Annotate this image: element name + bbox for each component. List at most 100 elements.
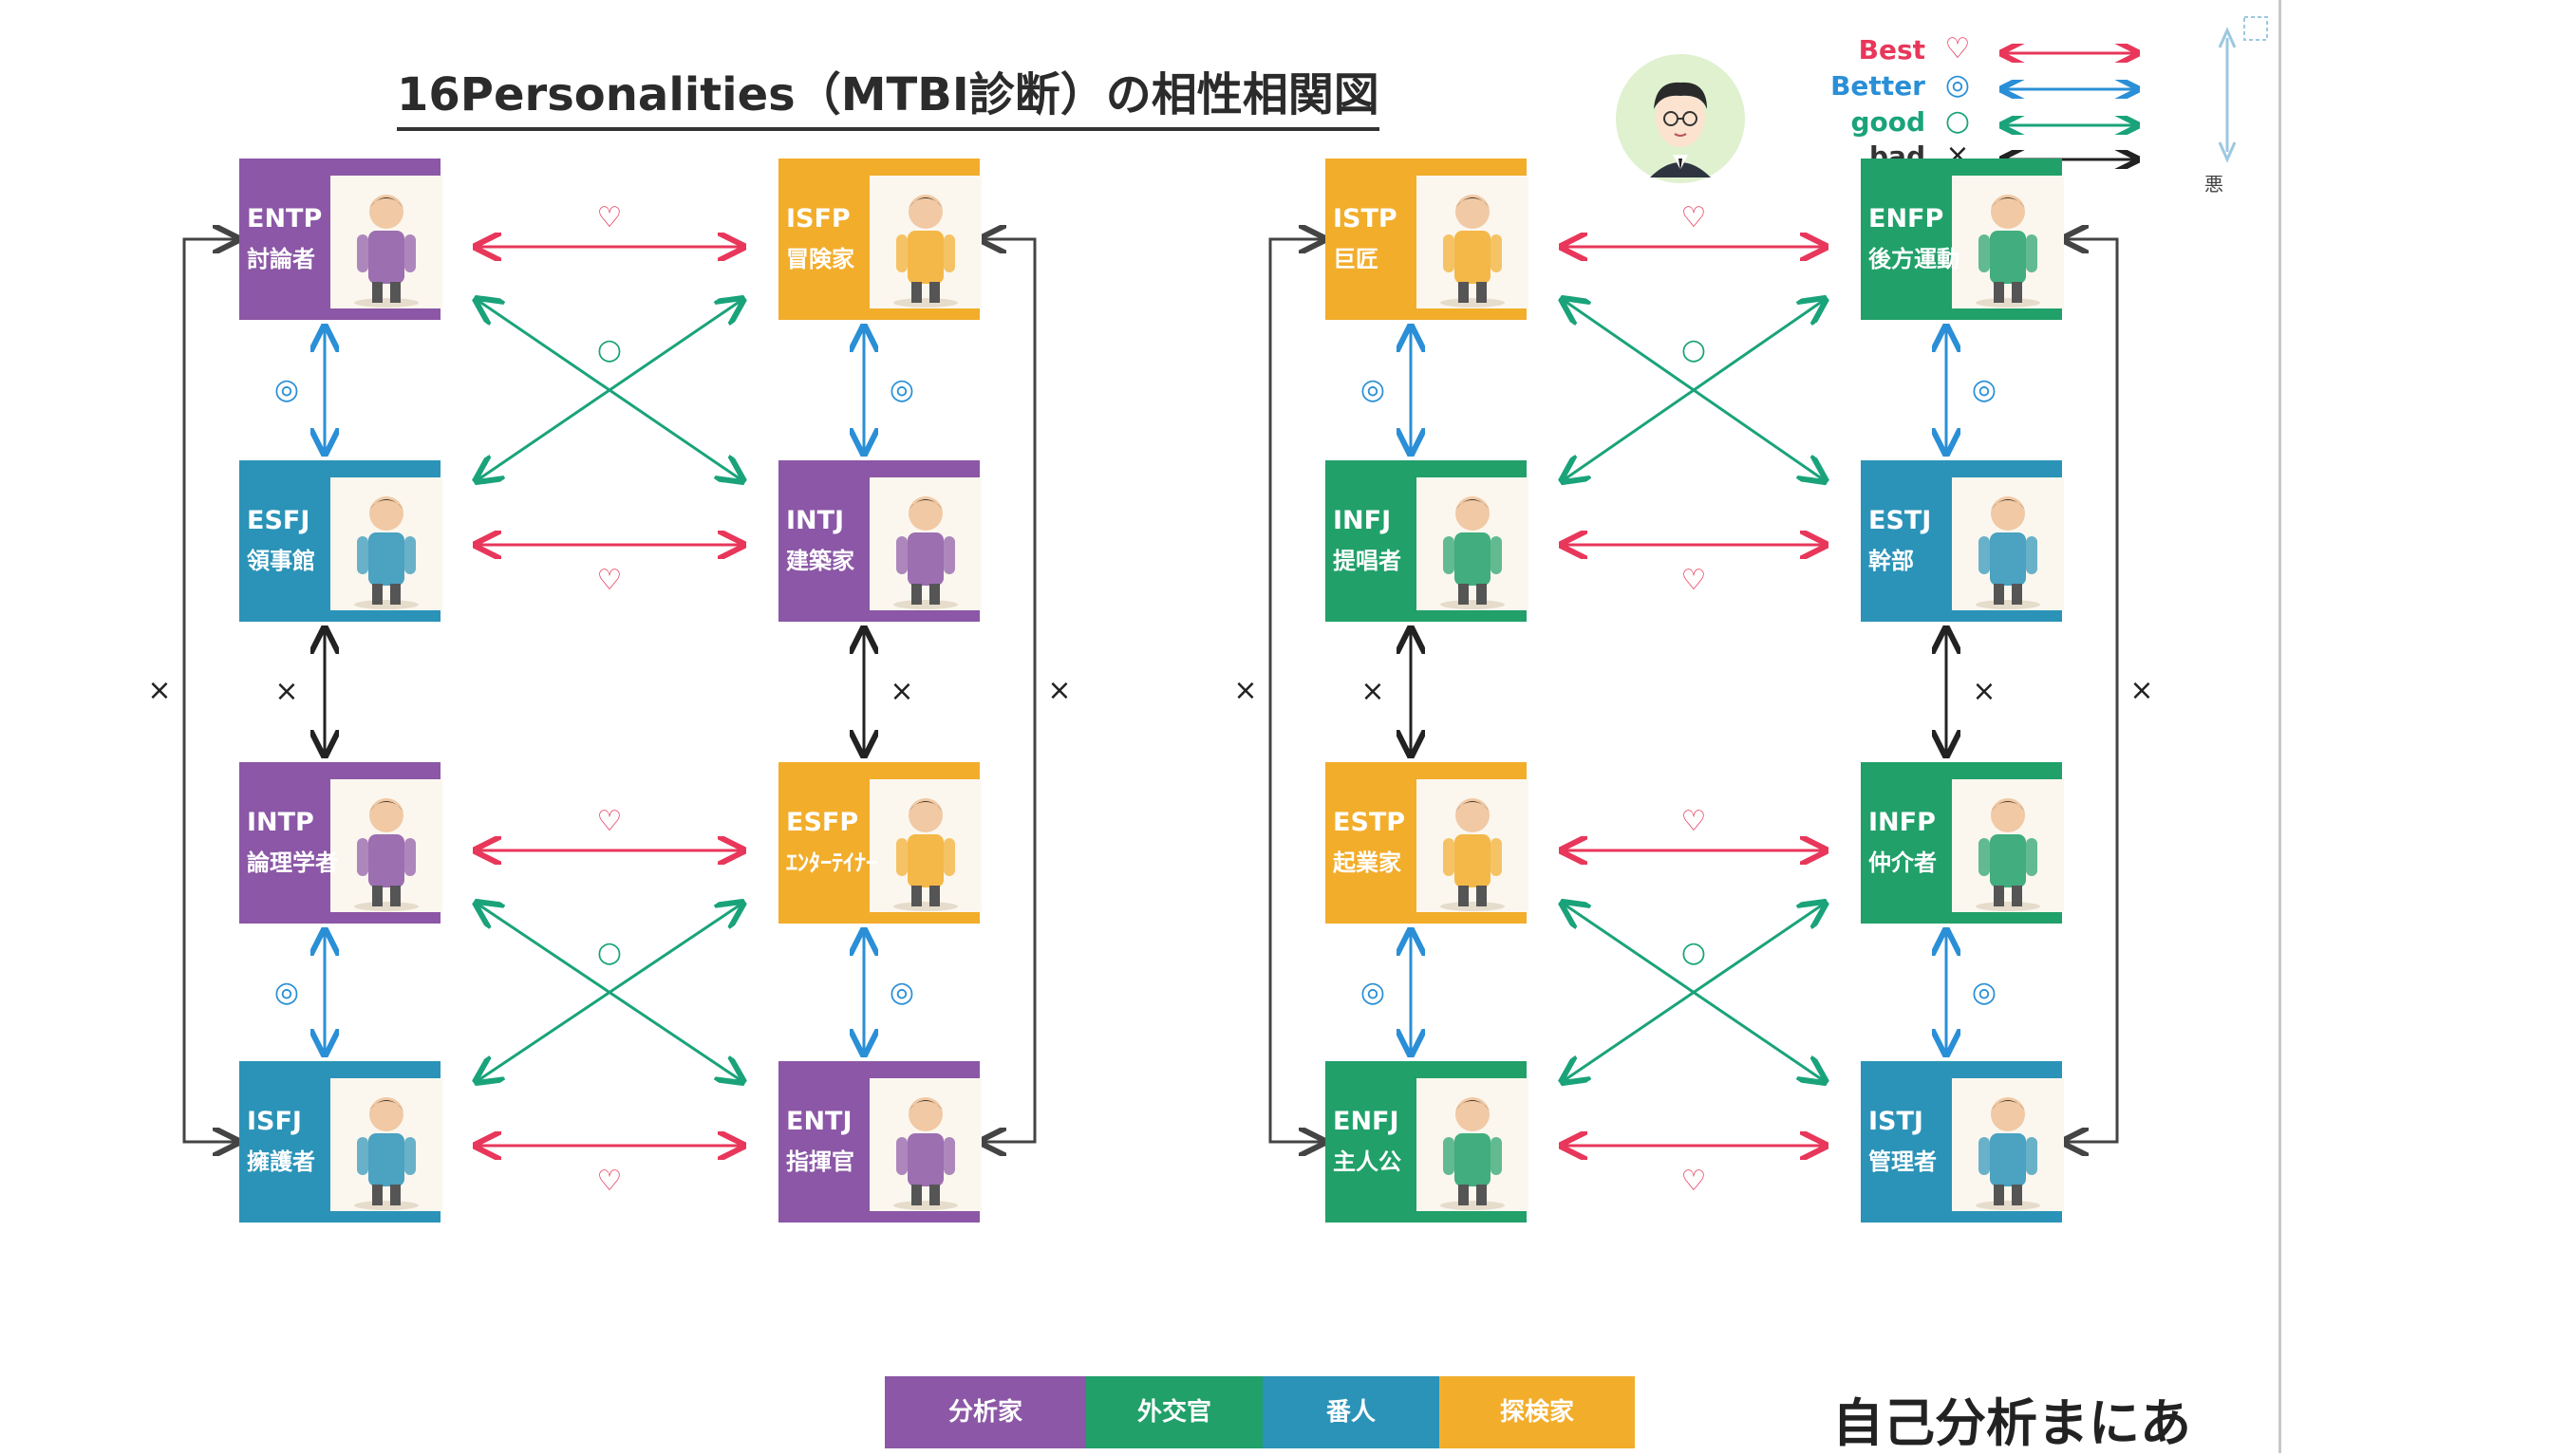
legend-label-better: Better xyxy=(1830,70,1925,102)
card-type-name: 建築家 xyxy=(786,548,854,574)
card-type-name: 管理者 xyxy=(1868,1148,1937,1175)
debater-figure-icon xyxy=(330,176,442,308)
best-symbol-intp-esfp: ♡ xyxy=(596,805,623,838)
group-legend-bar: 分析家外交官番人探検家 xyxy=(885,1376,1635,1448)
legend-arrow-best xyxy=(1994,44,2146,63)
personality-card-istj: ISTJ 管理者 xyxy=(1861,1061,2064,1223)
personality-card-intp: INTP 論理学者 xyxy=(239,762,442,924)
bad-symbol-esfj-intp: × xyxy=(274,675,299,708)
card-type-code: ESFP xyxy=(786,808,859,837)
scale-label: 悪 xyxy=(2204,173,2223,196)
card-type-code: ENTJ xyxy=(786,1107,853,1136)
logistician-figure-icon xyxy=(1952,1078,2064,1211)
bad-bracket-enfp-istj xyxy=(2066,239,2119,1144)
good-symbol-entp-intj: ○ xyxy=(596,333,623,366)
card-type-code: INFP xyxy=(1868,808,1936,837)
group-segment-1: 分析家 xyxy=(885,1376,1086,1448)
better-symbol-infp-istj: ◎ xyxy=(1971,975,1997,1009)
card-type-code: INTP xyxy=(247,808,314,837)
bad-symbol-entp-isfj: × xyxy=(147,673,172,707)
card-type-name: 論理学者 xyxy=(247,849,338,876)
card-type-code: INTJ xyxy=(786,506,845,535)
legend-arrow-good xyxy=(1994,116,2146,135)
bad-bracket-isfp-entj xyxy=(984,239,1037,1144)
card-type-name: 領事館 xyxy=(247,548,315,574)
entertainer-figure-icon xyxy=(870,779,982,912)
brand-logo: 自己分析まにあ xyxy=(1832,1393,2191,1453)
card-type-code: INFJ xyxy=(1333,506,1392,535)
card-type-name: 提唱者 xyxy=(1333,548,1401,574)
card-type-name: 主人公 xyxy=(1333,1148,1401,1175)
legend-symbol-good: ○ xyxy=(1944,104,1971,138)
better-symbol-estp-enfj: ◎ xyxy=(1359,975,1386,1009)
campaigner-figure-icon xyxy=(1952,176,2064,308)
card-type-code: ISFP xyxy=(786,204,851,233)
group-segment-2: 外交官 xyxy=(1086,1376,1263,1448)
architect-figure-icon xyxy=(870,477,982,610)
best-symbol-estp-infp: ♡ xyxy=(1680,805,1707,838)
best-symbol-istp-enfp: ♡ xyxy=(1680,201,1707,234)
personality-card-enfp: ENFP 後方運動 xyxy=(1861,159,2064,320)
mediator-figure-icon xyxy=(1952,779,2064,912)
virtuoso-figure-icon xyxy=(1416,176,1528,308)
bad-symbol-estj-infp: × xyxy=(1972,675,1997,708)
card-type-name: 巨匠 xyxy=(1333,246,1378,272)
card-type-name: 幹部 xyxy=(1868,548,1914,574)
best-symbol-entp-isfp: ♡ xyxy=(596,201,623,234)
good-symbol-estp-istj: ○ xyxy=(1680,935,1707,969)
legend-label-good: good xyxy=(1850,106,1925,138)
best-symbol-isfj-entj: ♡ xyxy=(596,1165,623,1198)
good-arrow-enfj-infp xyxy=(1565,905,1823,1080)
logician-figure-icon xyxy=(330,779,442,912)
defender-figure-icon xyxy=(330,1078,442,1211)
group-segment-4: 探検家 xyxy=(1439,1376,1635,1448)
legend-label-best: Best xyxy=(1858,34,1925,65)
good-arrow-esfj-isfp xyxy=(478,301,741,479)
bad-symbol-intj-esfp: × xyxy=(890,675,914,708)
entrepreneur-figure-icon xyxy=(1416,779,1528,912)
group-segment-3: 番人 xyxy=(1263,1376,1439,1448)
better-symbol-entp-esfj: ◎ xyxy=(273,373,300,406)
card-type-code: ISTJ xyxy=(1868,1107,1923,1136)
good-symbol-intp-entj: ○ xyxy=(596,935,623,969)
better-symbol-istp-infj: ◎ xyxy=(1359,373,1386,406)
card-type-code: ESFJ xyxy=(247,506,310,535)
card-type-name: 後方運動 xyxy=(1868,246,1959,272)
advocate-figure-icon xyxy=(1416,477,1528,610)
bad-symbol-enfp-istj: × xyxy=(2129,673,2154,707)
adventurer-figure-icon xyxy=(870,176,982,308)
better-symbol-enfp-estj: ◎ xyxy=(1971,373,1997,406)
best-symbol-esfj-intj: ♡ xyxy=(596,564,623,597)
personality-card-infj: INFJ 提唱者 xyxy=(1325,460,1528,622)
personality-card-estj: ESTJ 幹部 xyxy=(1861,460,2064,622)
consul-figure-icon xyxy=(330,477,442,610)
personality-card-esfj: ESFJ 領事館 xyxy=(239,460,442,622)
personality-card-istp: ISTP 巨匠 xyxy=(1325,159,1528,320)
personality-card-isfp: ISFP 冒険家 xyxy=(778,159,982,320)
good-symbol-istp-estj: ○ xyxy=(1680,333,1707,366)
better-symbol-isfp-intj: ◎ xyxy=(889,373,915,406)
bad-bracket-istp-enfj xyxy=(1268,239,1322,1144)
card-type-code: ESTJ xyxy=(1868,506,1932,535)
card-type-code: ISTP xyxy=(1333,204,1397,233)
card-type-code: ESTP xyxy=(1333,808,1406,837)
personality-card-intj: INTJ 建築家 xyxy=(778,460,982,622)
legend-arrow-better xyxy=(1994,80,2146,99)
card-type-code: ENFP xyxy=(1868,204,1944,233)
best-symbol-infj-estj: ♡ xyxy=(1680,564,1707,597)
best-symbol-enfj-istj: ♡ xyxy=(1680,1165,1707,1198)
commander-figure-icon xyxy=(870,1078,982,1211)
card-type-code: ISFJ xyxy=(247,1107,302,1136)
better-symbol-intp-isfj: ◎ xyxy=(273,975,300,1009)
bad-symbol-istp-enfj: × xyxy=(1233,673,1258,707)
bad-symbol-isfp-entj: × xyxy=(1047,673,1072,707)
avatar-icon xyxy=(1614,52,1747,185)
card-type-name: 冒険家 xyxy=(786,246,854,272)
